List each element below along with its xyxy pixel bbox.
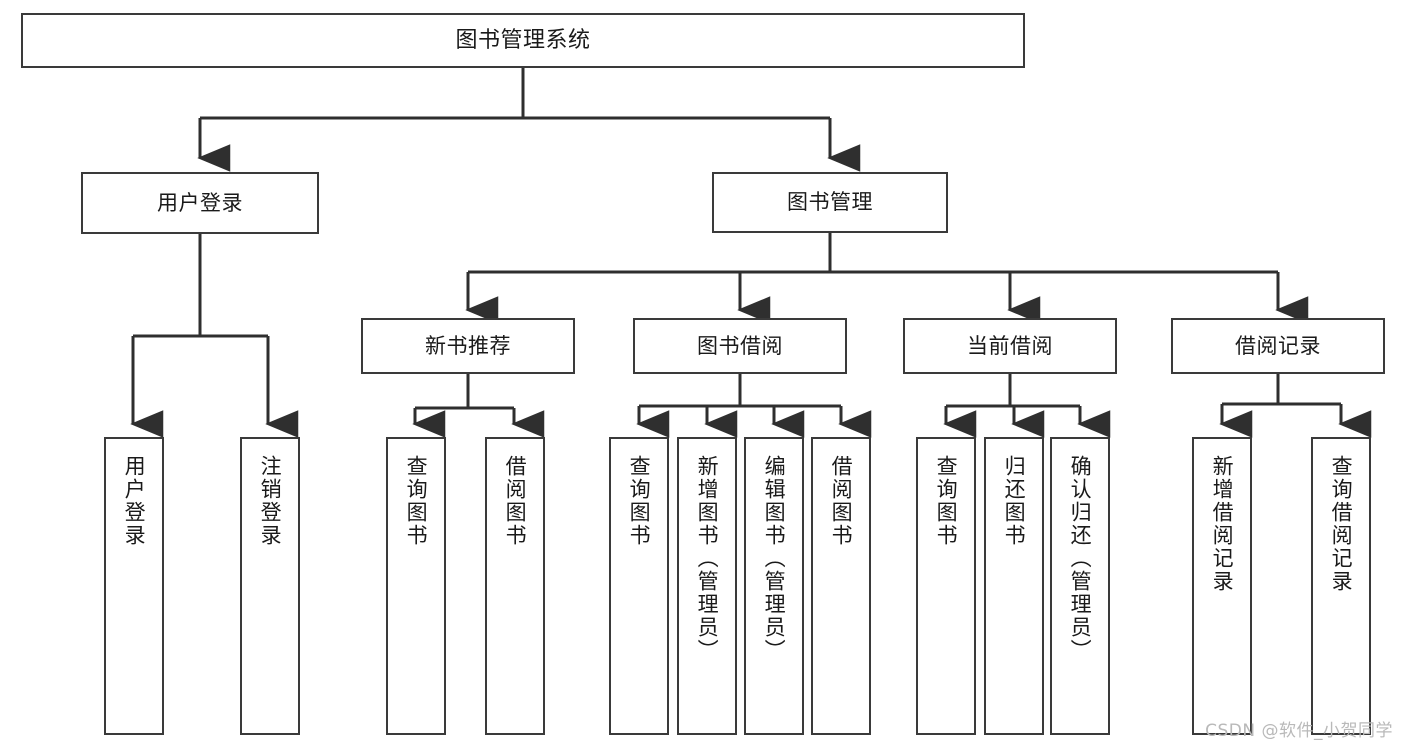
leaf-current-borrow-return[interactable]: 归还图书 [984, 437, 1044, 735]
node-label: 借阅图书 [503, 455, 528, 547]
leaf-new-book-query[interactable]: 查询图书 [386, 437, 446, 735]
node-label: 归还图书 [1002, 455, 1027, 547]
node-borrow-record[interactable]: 借阅记录 [1171, 318, 1385, 374]
node-label: 编辑图书（管理员） [762, 455, 787, 662]
node-label: 查询图书 [934, 455, 959, 547]
node-label: 新增借阅记录 [1210, 455, 1235, 593]
leaf-book-borrow-borrow[interactable]: 借阅图书 [811, 437, 871, 735]
node-user-login[interactable]: 用户登录 [81, 172, 319, 234]
leaf-new-book-borrow[interactable]: 借阅图书 [485, 437, 545, 735]
leaf-current-borrow-confirm-return[interactable]: 确认归还（管理员） [1050, 437, 1110, 735]
leaf-user-login-login[interactable]: 用户登录 [104, 437, 164, 735]
leaf-borrow-record-add[interactable]: 新增借阅记录 [1192, 437, 1252, 735]
node-label: 图书管理系统 [455, 27, 591, 53]
node-label: 查询图书 [627, 455, 652, 547]
node-book-management[interactable]: 图书管理 [712, 172, 948, 233]
leaf-book-borrow-query[interactable]: 查询图书 [609, 437, 669, 735]
node-root-book-management-system[interactable]: 图书管理系统 [21, 13, 1025, 68]
node-label: 借阅图书 [829, 455, 854, 547]
leaf-current-borrow-query[interactable]: 查询图书 [916, 437, 976, 735]
leaf-book-borrow-edit[interactable]: 编辑图书（管理员） [744, 437, 804, 735]
node-label: 当前借阅 [967, 333, 1053, 358]
node-book-borrow[interactable]: 图书借阅 [633, 318, 847, 374]
node-label: 图书管理 [787, 190, 873, 215]
node-label: 图书借阅 [697, 333, 783, 358]
leaf-borrow-record-query[interactable]: 查询借阅记录 [1311, 437, 1371, 735]
node-label: 注销登录 [258, 455, 283, 547]
node-new-book-recommend[interactable]: 新书推荐 [361, 318, 575, 374]
node-label: 用户登录 [157, 190, 243, 215]
node-current-borrow[interactable]: 当前借阅 [903, 318, 1117, 374]
leaf-user-login-logout[interactable]: 注销登录 [240, 437, 300, 735]
node-label: 新书推荐 [425, 333, 511, 358]
csdn-watermark: CSDN @软件_小贺同学 [1205, 721, 1393, 741]
node-label: 借阅记录 [1235, 333, 1321, 358]
node-label: 查询借阅记录 [1329, 455, 1354, 593]
node-label: 确认归还（管理员） [1068, 455, 1093, 662]
leaf-book-borrow-add[interactable]: 新增图书（管理员） [677, 437, 737, 735]
node-label: 新增图书（管理员） [695, 455, 720, 662]
node-label: 查询图书 [404, 455, 429, 547]
node-label: 用户登录 [122, 455, 147, 547]
